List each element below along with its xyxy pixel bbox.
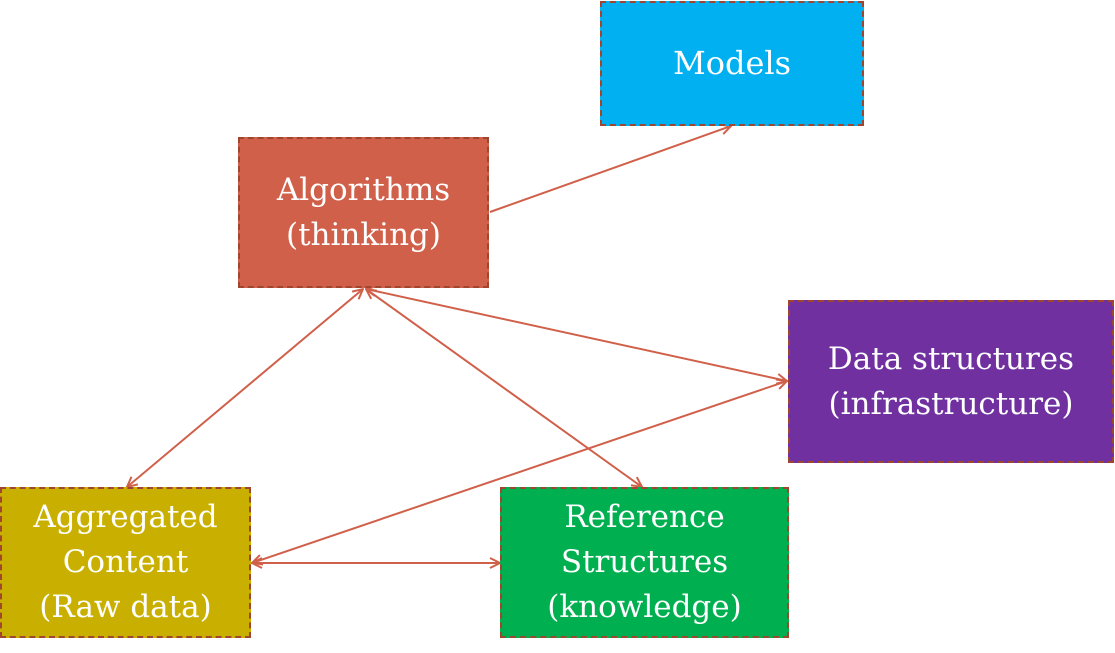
node-algorithms-subtitle: (thinking) <box>286 216 441 253</box>
node-aggregated-content-line2: Content <box>62 544 189 580</box>
edge-aggregated-content-data-structures <box>252 381 787 563</box>
node-reference-structures: Reference Structures (knowledge) <box>500 487 789 638</box>
node-reference-structures-line2: Structures <box>560 544 729 580</box>
node-aggregated-content: Aggregated Content (Raw data) <box>0 487 251 638</box>
node-data-structures-subtitle: (infrastructure) <box>828 385 1074 422</box>
node-reference-structures-line1: Reference <box>564 499 725 535</box>
node-aggregated-content-line1: Aggregated <box>33 499 218 535</box>
node-reference-structures-line3: (knowledge) <box>547 589 742 625</box>
node-algorithms: Algorithms (thinking) <box>238 137 489 288</box>
node-models: Models <box>600 1 864 126</box>
edge-algorithms-to-models <box>489 126 731 213</box>
edge-algorithms-aggregated-content <box>127 289 363 487</box>
node-algorithms-title: Algorithms <box>276 171 451 208</box>
node-models-label: Models <box>672 44 792 82</box>
node-data-structures-title: Data structures <box>827 340 1075 377</box>
node-aggregated-content-line3: (Raw data) <box>39 589 212 625</box>
node-data-structures: Data structures (infrastructure) <box>788 300 1114 463</box>
